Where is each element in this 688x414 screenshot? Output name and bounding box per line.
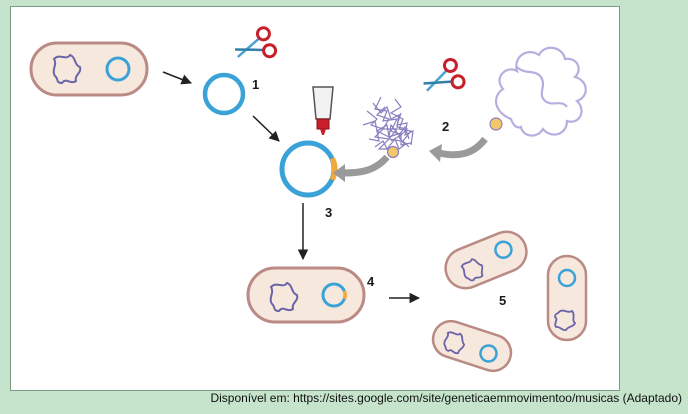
arrow-icon (162, 71, 192, 85)
bacterium-icon (444, 230, 528, 290)
scissors-icon (229, 24, 279, 69)
arrow-icon (342, 154, 390, 177)
step-5-label: 5 (499, 293, 506, 308)
glue-tube-icon (312, 86, 334, 135)
chromosome-icon (52, 53, 82, 85)
bacterium-icon (431, 319, 513, 373)
step-3-label: 3 (325, 205, 332, 220)
genetic-engineering-diagram: 1 3 2 (29, 24, 588, 373)
arrow-icon (252, 115, 280, 142)
donor-dna-icon (494, 46, 587, 137)
bacterium-icon (29, 41, 149, 97)
bacterium-icon (546, 254, 588, 342)
plasmid-icon (105, 56, 131, 82)
plasmid-icon (202, 72, 246, 116)
diagram-panel: 1 3 2 (10, 6, 620, 391)
insert-segment (329, 157, 338, 181)
step-4-label: 4 (367, 274, 375, 289)
gene-fragment-icon (489, 117, 503, 131)
step-1-label: 1 (252, 77, 259, 92)
scissors-icon (417, 55, 468, 103)
recombinant-plasmid-icon (279, 140, 337, 198)
dna-fragment-icon (362, 96, 414, 151)
step-2-label: 2 (442, 119, 449, 134)
chromosome-icon (269, 281, 299, 313)
gene-fragment-icon (386, 145, 400, 159)
recombinant-bacterium-icon (246, 266, 366, 324)
arrow-icon (438, 136, 488, 159)
source-caption: Disponível em: https://sites.google.com/… (210, 391, 682, 405)
